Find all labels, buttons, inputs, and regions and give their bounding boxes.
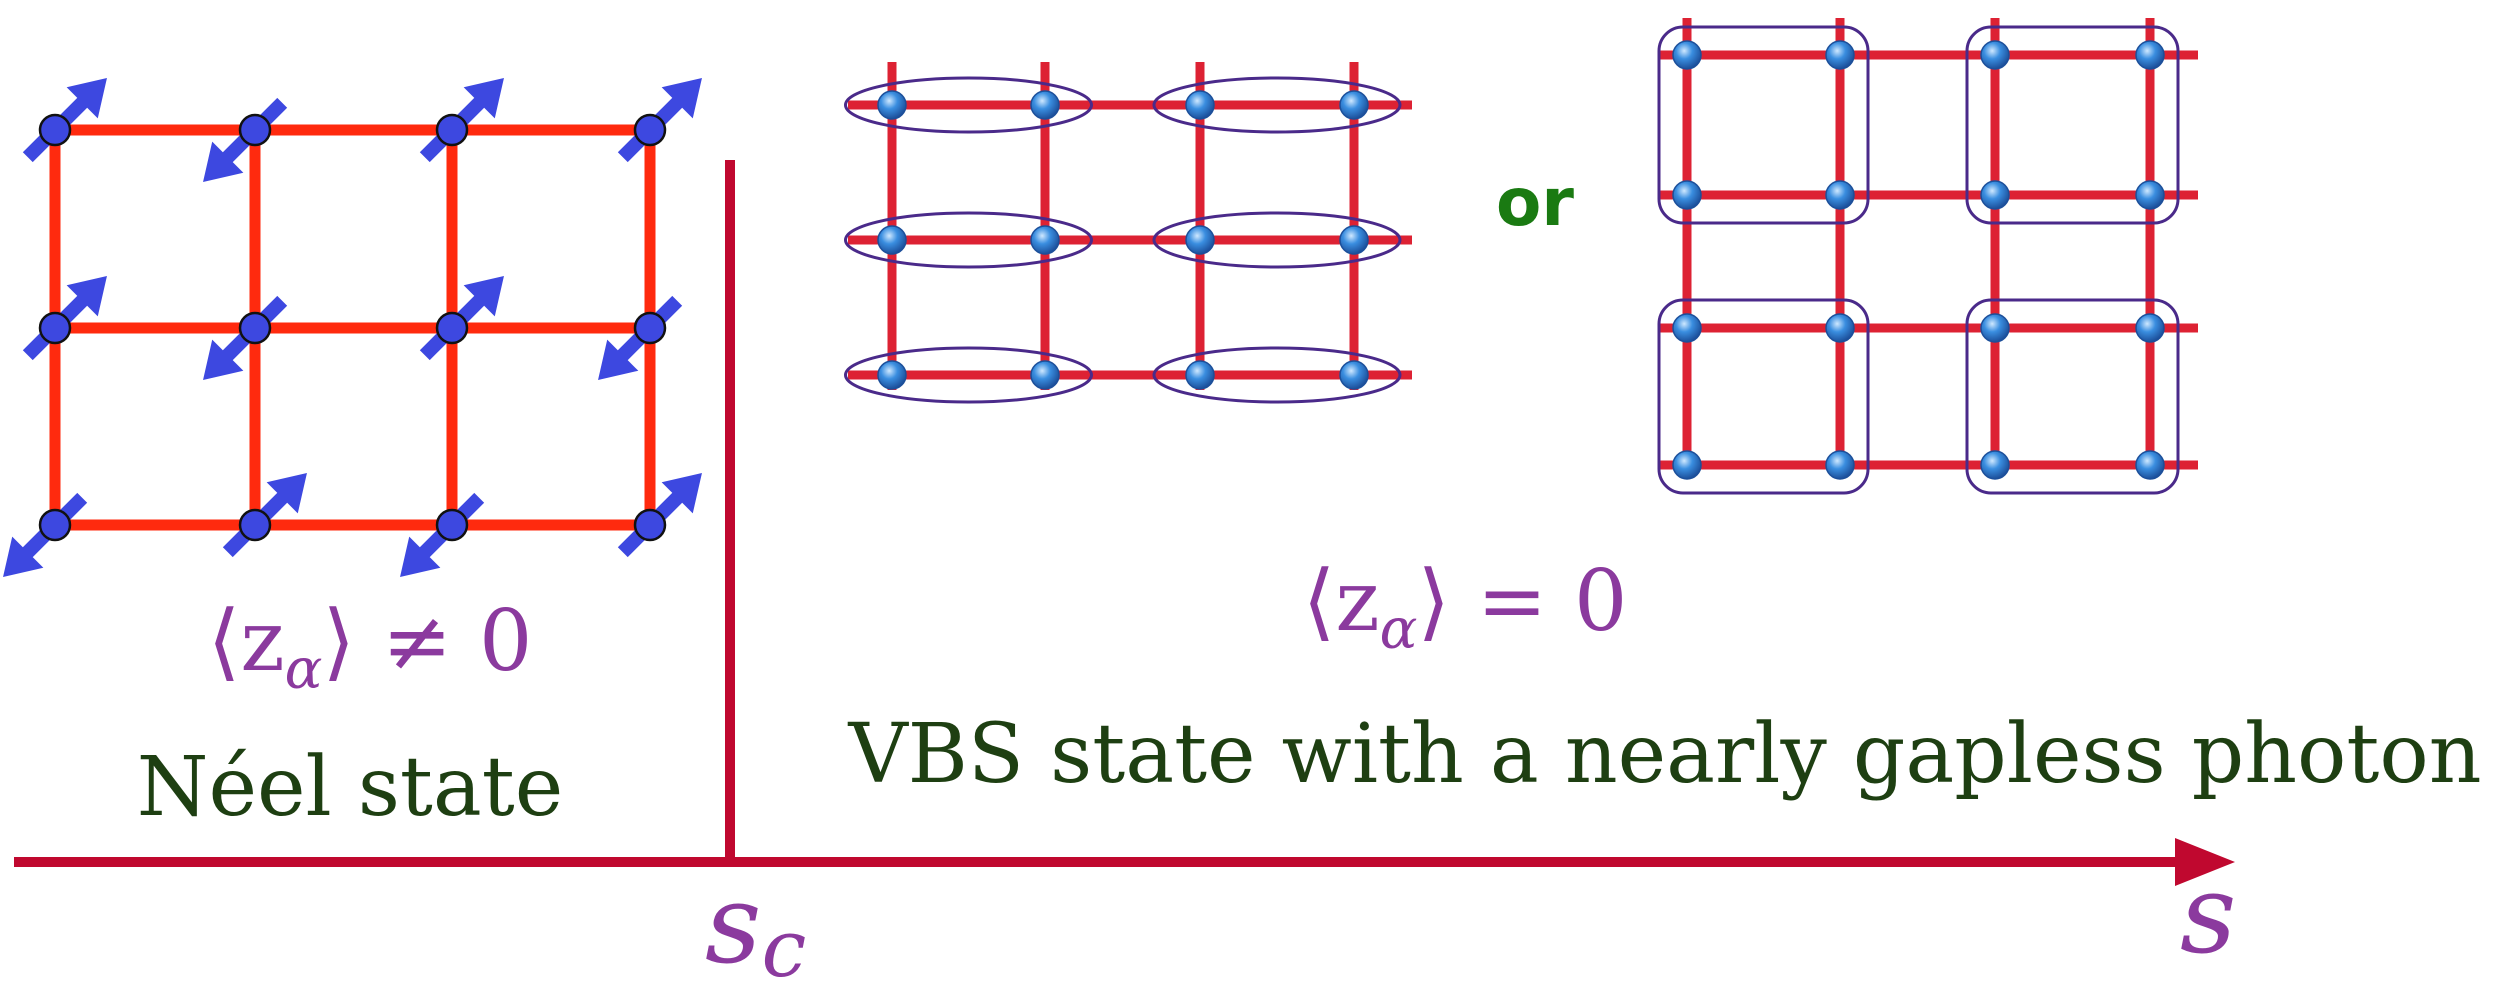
lattice-site-icon: [1031, 91, 1059, 119]
spin-arrow-icon: [228, 473, 307, 552]
spin-arrow-icon: [598, 301, 677, 380]
vbs-columnar-lattice: [846, 62, 1413, 402]
spin-arrow-icon: [400, 498, 479, 577]
lattice-site-icon: [2136, 451, 2164, 479]
lattice-site-icon: [1981, 314, 2009, 342]
lattice-site-icon: [1340, 91, 1368, 119]
vbs-order-parameter: ⟨zα⟩ = 0: [1303, 552, 1628, 662]
neel-order-parameter: ⟨zα⟩ ≠ 0: [208, 592, 533, 702]
spin-arrow-icon: [203, 301, 282, 380]
lattice-site-icon: [1981, 41, 2009, 69]
lattice-site-icon: [2136, 181, 2164, 209]
spin-arrow-icon: [425, 276, 504, 355]
critical-point-label: sc: [705, 860, 806, 984]
lattice-site-icon: [1031, 226, 1059, 254]
lattice-site-icon: [1673, 41, 1701, 69]
or-label: or: [1496, 164, 1574, 241]
lattice-site-icon: [2136, 41, 2164, 69]
lattice-site-icon: [1981, 181, 2009, 209]
spin-arrow-icon: [28, 78, 107, 157]
lattice-site-icon: [1981, 451, 2009, 479]
spin-arrow-icon: [425, 78, 504, 157]
lattice-site-icon: [1340, 226, 1368, 254]
neel-lattice: [3, 78, 702, 577]
spin-arrow-icon: [203, 103, 282, 182]
lattice-site-icon: [1186, 361, 1214, 389]
lattice-site-icon: [878, 91, 906, 119]
spin-arrow-icon: [623, 78, 702, 157]
vbs-plaquette-lattice: [1659, 18, 2198, 493]
lattice-site-icon: [1826, 41, 1854, 69]
lattice-site-icon: [1186, 91, 1214, 119]
lattice-site-icon: [1673, 451, 1701, 479]
lattice-site-icon: [1031, 361, 1059, 389]
lattice-site-icon: [1340, 361, 1368, 389]
lattice-site-icon: [2136, 314, 2164, 342]
lattice-site-icon: [1673, 314, 1701, 342]
lattice-site-icon: [878, 226, 906, 254]
lattice-site-icon: [1673, 181, 1701, 209]
lattice-site-icon: [878, 361, 906, 389]
lattice-site-icon: [1826, 314, 1854, 342]
neel-state-label: Néel state: [137, 740, 564, 835]
spin-arrow-icon: [623, 473, 702, 552]
axis-end-label: s: [2180, 850, 2236, 978]
lattice-site-icon: [1826, 451, 1854, 479]
spin-arrow-icon: [28, 276, 107, 355]
vbs-state-label: VBS state with a nearly gapless photon: [847, 707, 2481, 802]
spin-arrow-icon: [3, 498, 82, 577]
lattice-site-icon: [1826, 181, 1854, 209]
lattice-site-icon: [1186, 226, 1214, 254]
